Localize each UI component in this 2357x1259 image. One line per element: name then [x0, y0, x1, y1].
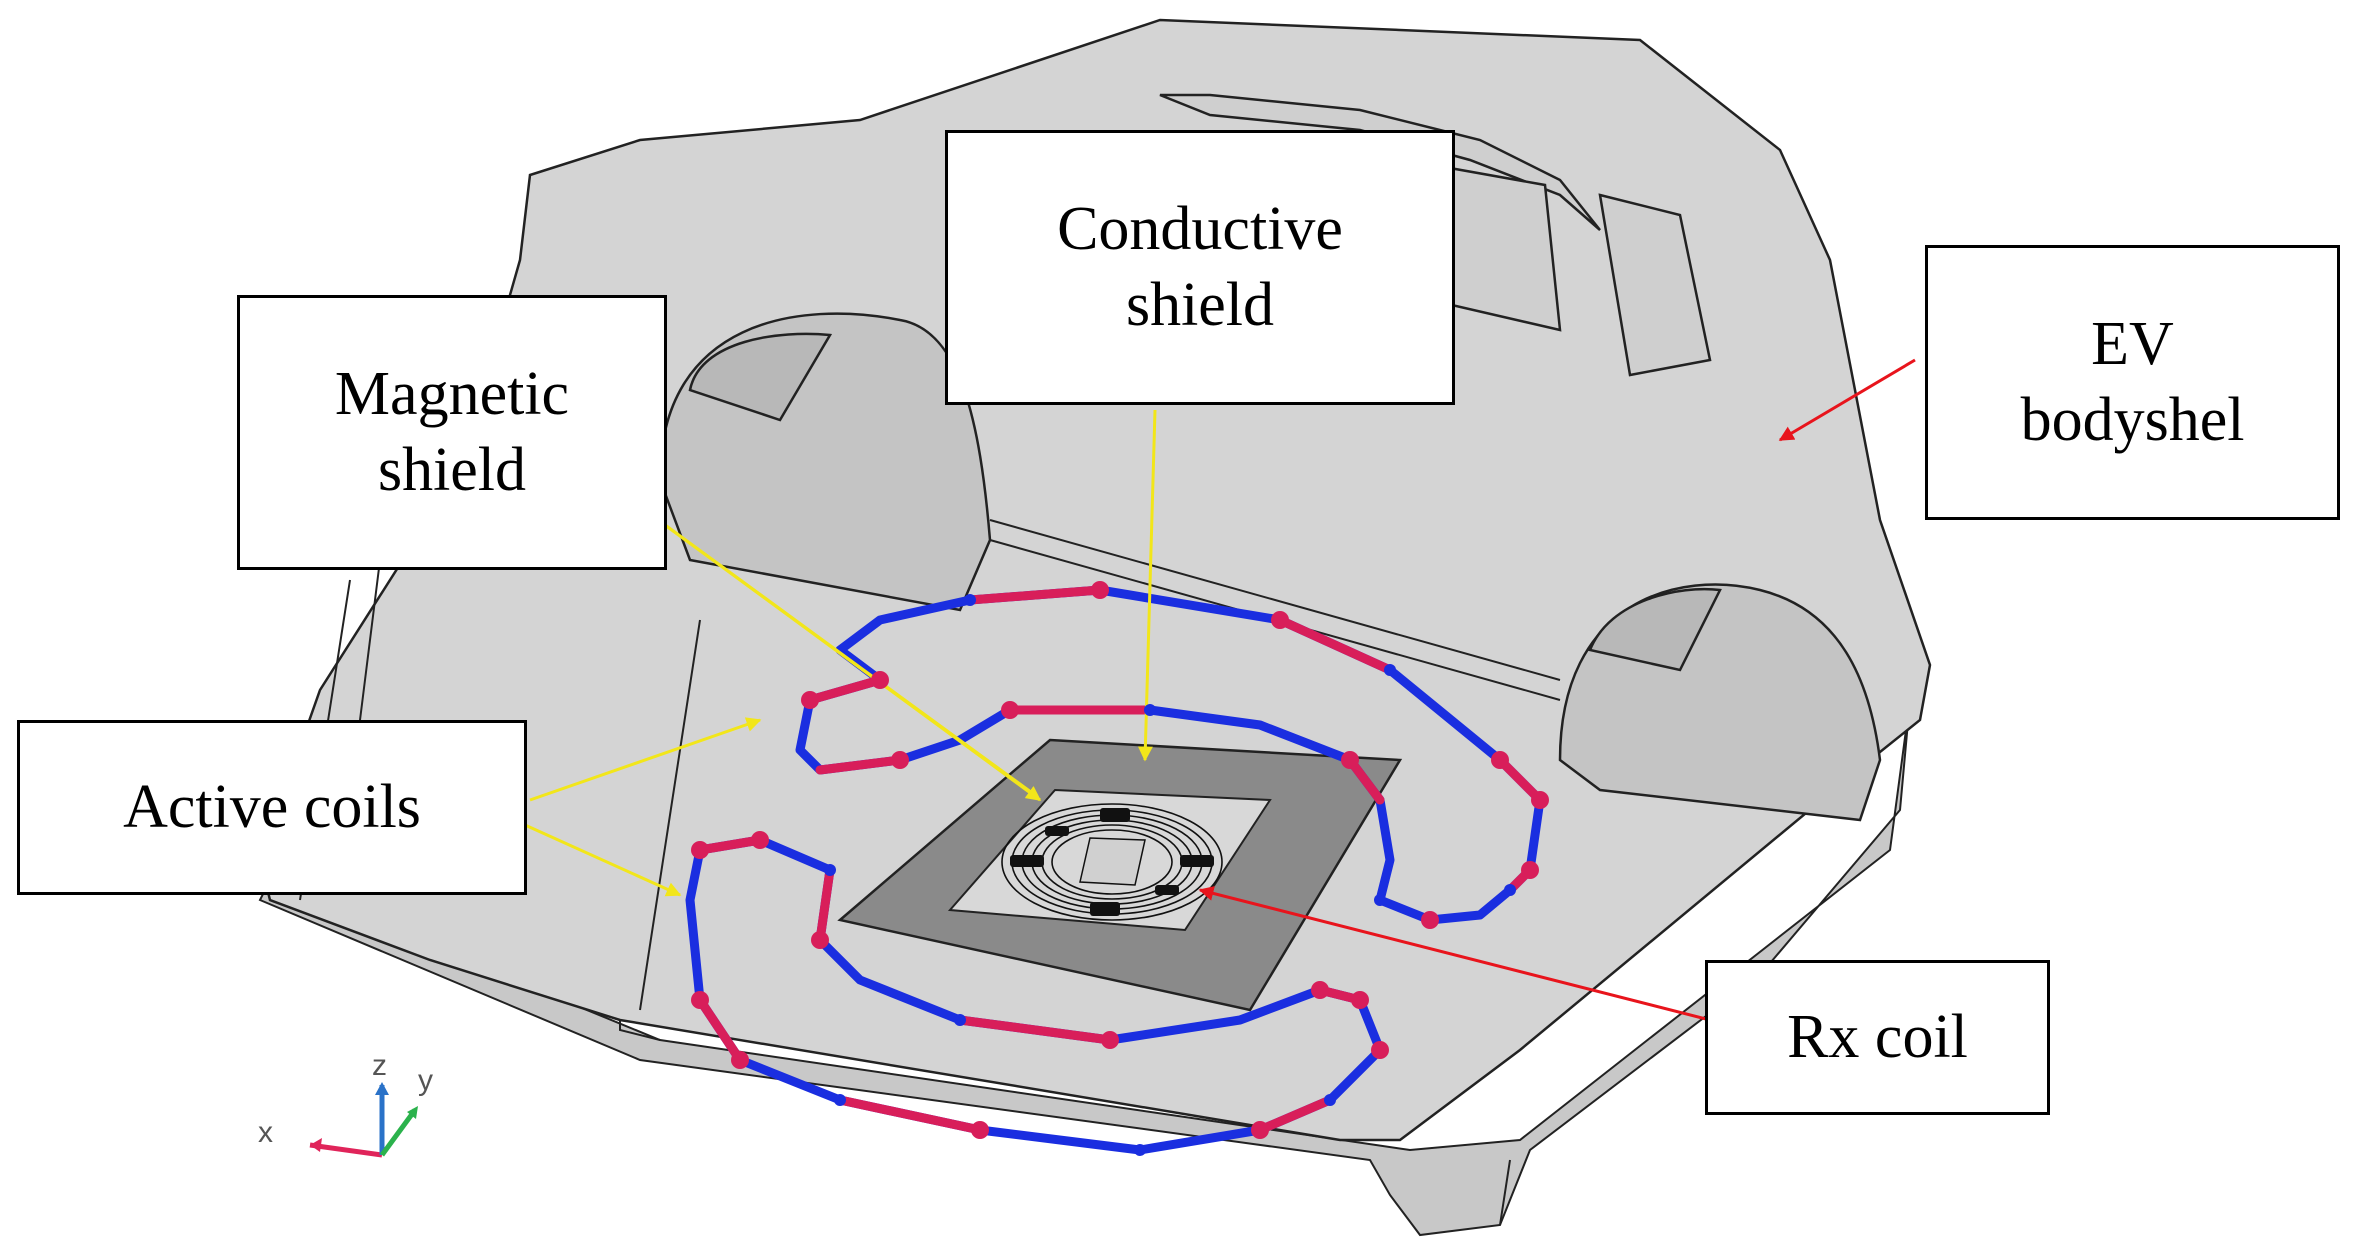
- active-coil-upper: [795, 585, 1545, 925]
- active-coils-text: Active coils: [123, 772, 421, 841]
- coil-vertex-marker: [731, 1051, 749, 1069]
- coil-vertex-marker: [871, 671, 889, 689]
- ev-bodyshell-label: EV bodyshel: [1925, 245, 2340, 520]
- coil-vertex-marker: [751, 831, 769, 849]
- coil-vertex-marker: [1251, 1121, 1269, 1139]
- coil-vertex-marker: [1531, 791, 1549, 809]
- rx-coil-center: [1079, 837, 1146, 886]
- conductive-shield-line1: Conductive: [1057, 194, 1343, 263]
- coil-vertex-markers: [691, 581, 1549, 1156]
- ev-bodyshell-line2: bodyshel: [2020, 385, 2245, 454]
- coil-vertex-marker: [964, 594, 976, 606]
- coil-vertex-marker: [811, 931, 829, 949]
- magnetic-shield-line1: Magnetic: [334, 359, 570, 428]
- coil-vertex-marker: [1491, 751, 1509, 769]
- x-axis-label: x: [258, 1116, 273, 1149]
- rx-coil-label: Rx coil: [1705, 960, 2050, 1115]
- coil-vertex-marker: [1371, 1041, 1389, 1059]
- coil-vertex-marker: [1521, 861, 1539, 879]
- active-coils-label: Active coils: [17, 720, 527, 895]
- coil-vertex-marker: [1421, 911, 1439, 929]
- wheel-arches: [658, 312, 1882, 822]
- coil-vertex-marker: [691, 841, 709, 859]
- coil-vertex-marker: [971, 1121, 989, 1139]
- coil-vertex-marker: [1001, 701, 1019, 719]
- z-axis-label: z: [372, 1049, 387, 1082]
- axis-triad: x z y: [258, 1049, 433, 1158]
- conductive-shield-line2: shield: [1125, 270, 1275, 339]
- coil-vertex-marker: [1311, 981, 1329, 999]
- coil-vertex-marker: [801, 691, 819, 709]
- coil-vertex-marker: [824, 864, 836, 876]
- active-coil-lower: [685, 835, 1385, 1155]
- coil-vertex-marker: [1504, 884, 1516, 896]
- rx-coil-ferrite-bars: [1010, 808, 1214, 916]
- coil-vertex-marker: [1351, 991, 1369, 1009]
- x-axis-arrow: [309, 1142, 383, 1158]
- magnetic-shield-label: Magnetic shield: [237, 295, 667, 570]
- coil-vertex-marker: [1374, 894, 1386, 906]
- coil-vertex-marker: [891, 751, 909, 769]
- coil-vertex-marker: [1134, 1144, 1146, 1156]
- coil-vertex-marker: [1341, 751, 1359, 769]
- ev-bodyshell-line1: EV: [2091, 309, 2174, 378]
- coil-vertex-marker: [1101, 1031, 1119, 1049]
- coil-vertex-marker: [1144, 704, 1156, 716]
- coil-vertex-marker: [834, 1094, 846, 1106]
- y-axis-label: y: [418, 1064, 433, 1097]
- rx-coil-text: Rx coil: [1787, 1002, 1968, 1071]
- coil-vertex-marker: [1324, 1094, 1336, 1106]
- coil-vertex-marker: [691, 991, 709, 1009]
- coil-vertex-marker: [954, 1014, 966, 1026]
- label-pointers: [524, 358, 1916, 1022]
- magnetic-shield-line2: shield: [377, 435, 527, 504]
- coil-vertex-marker: [1091, 581, 1109, 599]
- conductive-shield-label: Conductive shield: [945, 130, 1455, 405]
- y-axis-arrow: [379, 1108, 418, 1157]
- coil-vertex-marker: [1271, 611, 1289, 629]
- coil-vertex-marker: [1384, 664, 1396, 676]
